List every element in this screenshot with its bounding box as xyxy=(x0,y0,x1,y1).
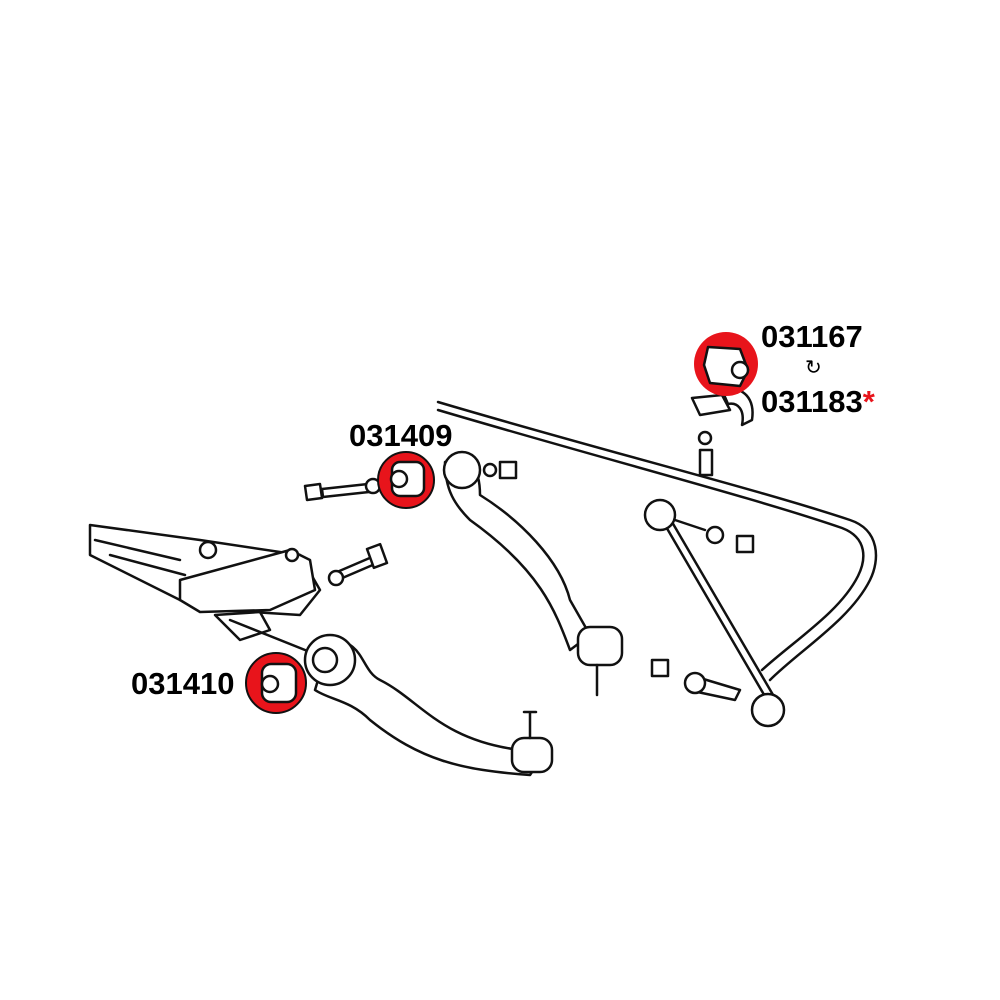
clamp-bracket xyxy=(690,393,732,417)
part-label-031183: 031183* xyxy=(761,386,875,417)
part-label-031409: 031409 xyxy=(349,418,453,453)
part-number: 031183 xyxy=(761,384,863,419)
sway-bar xyxy=(436,400,878,682)
asterisk-marker: * xyxy=(862,384,875,419)
bolt xyxy=(303,482,371,502)
swap-icon: ↻ xyxy=(805,355,822,379)
part-label-031167: 031167 xyxy=(761,319,863,354)
highlight-031409 xyxy=(377,451,435,509)
highlight-031167 xyxy=(694,332,758,396)
part-label-031410: 031410 xyxy=(131,666,235,701)
highlight-031410 xyxy=(245,652,307,714)
drop-link xyxy=(663,520,778,707)
